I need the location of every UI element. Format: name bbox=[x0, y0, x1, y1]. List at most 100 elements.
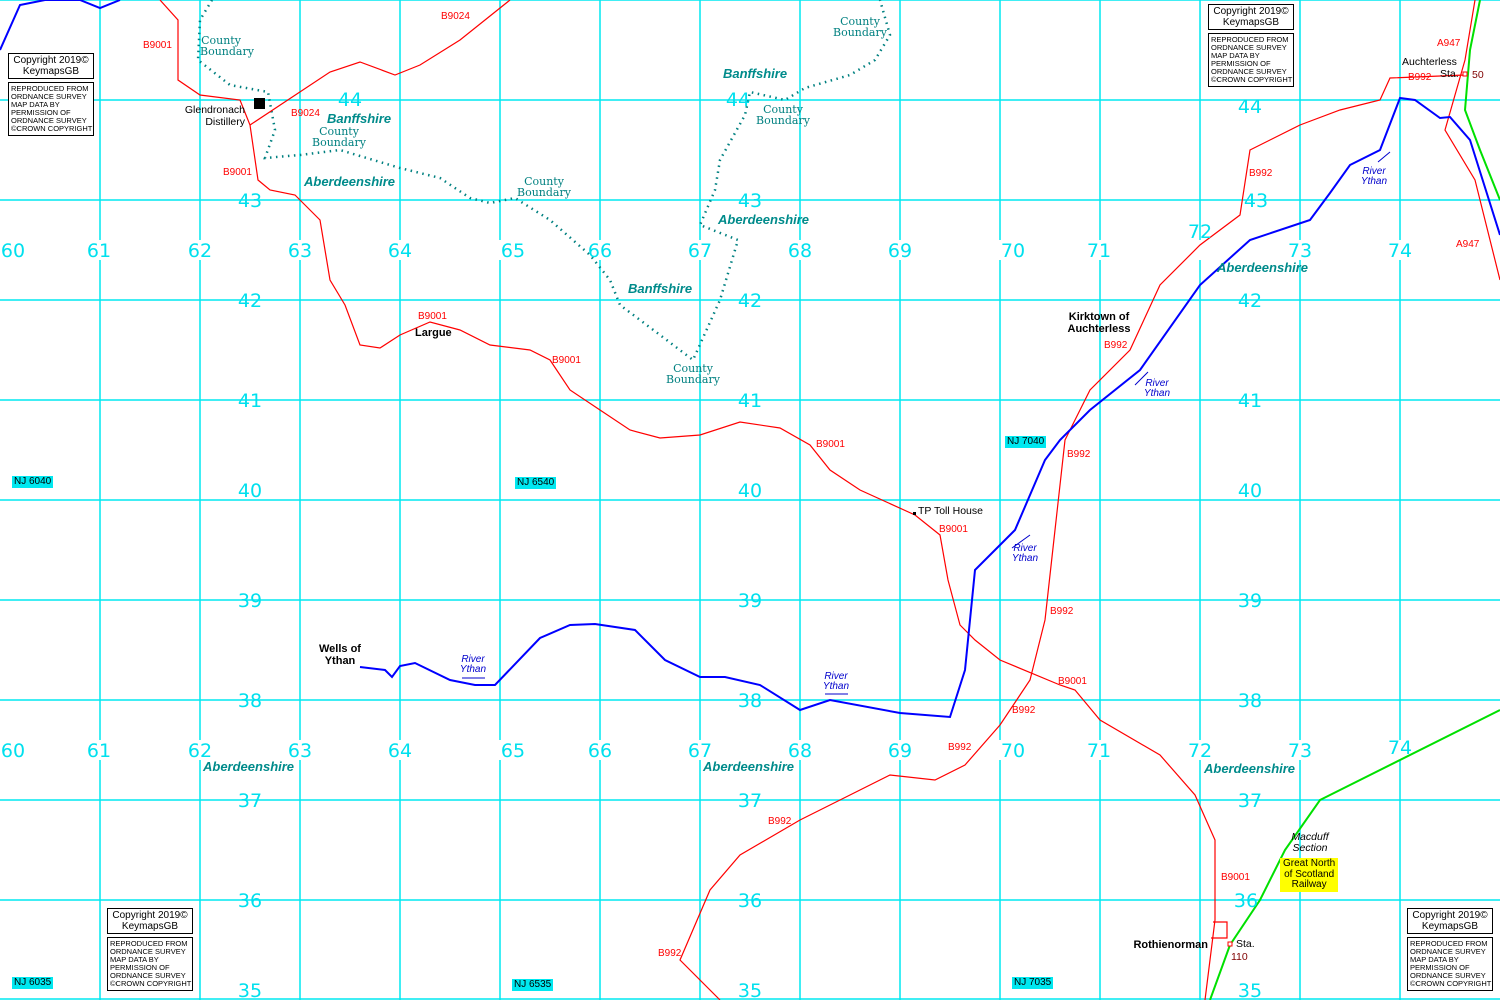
grid-ref-label: NJ 7040 bbox=[1005, 436, 1047, 448]
county-labels: Banffshire Banffshire Banffshire Aberdee… bbox=[202, 66, 1308, 776]
easting-label: 63 bbox=[288, 240, 312, 262]
map-label: Copyright 2019© bbox=[112, 910, 188, 921]
northing-label: 40 bbox=[738, 480, 762, 502]
road-label-b9001: B9001 bbox=[939, 524, 968, 535]
easting-label: 61 bbox=[87, 240, 111, 262]
easting-label: 70 bbox=[1001, 740, 1025, 762]
grid-ref-label: NJ 6540 bbox=[515, 477, 557, 489]
easting-label: 61 bbox=[87, 740, 111, 762]
copyright-box: Copyright 2019©KeymapsGB REPRODUCED FROM… bbox=[1208, 4, 1294, 87]
road-a947 bbox=[1444, 0, 1500, 281]
northing-label: 37 bbox=[1238, 790, 1262, 812]
road-label-b9001: B9001 bbox=[1221, 872, 1250, 883]
map-label: KeymapsGB bbox=[22, 66, 80, 77]
northing-label: 38 bbox=[738, 690, 762, 712]
place-rothienorman-station: Sta. bbox=[1236, 938, 1255, 950]
map-label: KeymapsGB bbox=[1222, 17, 1280, 28]
place-auchterless-station: Sta. bbox=[1440, 68, 1459, 80]
easting-label: 66 bbox=[588, 240, 612, 262]
easting-label: 73 bbox=[1288, 740, 1312, 762]
road-label-b992: B992 bbox=[1104, 340, 1128, 351]
map-label: PERMISSION OF bbox=[1211, 59, 1271, 68]
county-label-aberdeenshire: Aberdeenshire bbox=[1203, 761, 1295, 776]
easting-label: 67 bbox=[688, 740, 712, 762]
place-kirktown: Auchterless bbox=[1068, 323, 1131, 335]
northing-label: 35 bbox=[738, 980, 762, 1000]
northing-label: 40 bbox=[238, 480, 262, 502]
northing-label: 43 bbox=[1244, 190, 1268, 212]
map-label: REPRODUCED FROM bbox=[1410, 939, 1488, 948]
easting-label: 62 bbox=[188, 740, 212, 762]
easting-label: 64 bbox=[388, 240, 412, 262]
road-label-b992: B992 bbox=[658, 948, 682, 959]
map-label: ©CROWN COPYRIGHT bbox=[1410, 979, 1492, 988]
northing-label: 40 bbox=[1238, 480, 1262, 502]
road-label-b9024: B9024 bbox=[291, 108, 320, 119]
place-auchterless-station: Auchterless bbox=[1402, 56, 1457, 68]
county-label-aberdeenshire: Aberdeenshire bbox=[303, 174, 395, 189]
map-label: PERMISSION OF bbox=[11, 108, 71, 117]
easting-label: 67 bbox=[688, 240, 712, 262]
county-label-aberdeenshire: Aberdeenshire bbox=[1216, 260, 1308, 275]
map-label: ORDNANCE SURVEY bbox=[11, 116, 87, 125]
grid-ref-label: NJ 6040 bbox=[12, 476, 54, 488]
map-label: MAP DATA BY bbox=[110, 955, 159, 964]
rothienorman-station-marker[interactable] bbox=[1227, 941, 1233, 947]
copyright-box: Copyright 2019©KeymapsGB REPRODUCED FROM… bbox=[107, 908, 193, 991]
map-label: PERMISSION OF bbox=[110, 963, 170, 972]
easting-label: 72 bbox=[1188, 221, 1212, 243]
road-label-b992: B992 bbox=[1067, 449, 1091, 460]
map-label: MAP DATA BY bbox=[11, 100, 60, 109]
road-label-a947: A947 bbox=[1437, 38, 1461, 49]
place-largue: Largue bbox=[415, 327, 452, 339]
map-label: Boundary bbox=[517, 186, 572, 199]
map-label: ORDNANCE SURVEY bbox=[1410, 971, 1486, 980]
map-label: PERMISSION OF bbox=[1410, 963, 1470, 972]
map-label: Ythan bbox=[1361, 176, 1388, 187]
map-label: Boundary bbox=[312, 136, 367, 149]
map-label: ORDNANCE SURVEY bbox=[1211, 67, 1287, 76]
station-number: 110 bbox=[1231, 951, 1248, 963]
road-b9001 bbox=[159, 0, 1216, 1000]
river-arrows bbox=[462, 151, 1391, 695]
place-toll-house: TP Toll House bbox=[918, 505, 983, 517]
northing-label: 42 bbox=[1238, 290, 1262, 312]
distillery-marker[interactable] bbox=[254, 98, 265, 109]
road-label-b992: B992 bbox=[1012, 705, 1036, 716]
map-label: Boundary bbox=[200, 45, 255, 58]
railway-line-south bbox=[1209, 709, 1500, 1000]
auchterless-station-marker[interactable] bbox=[1462, 71, 1468, 77]
map-label: Ythan bbox=[460, 664, 487, 675]
easting-label: 65 bbox=[501, 740, 525, 762]
map-label: River bbox=[1362, 166, 1386, 177]
road-label-a947: A947 bbox=[1456, 239, 1480, 250]
road-label-b992: B992 bbox=[948, 742, 972, 753]
easting-label: 71 bbox=[1087, 240, 1111, 262]
grid-ref-label: NJ 6035 bbox=[12, 977, 54, 989]
map-label: Ythan bbox=[823, 681, 850, 692]
northing-label: 39 bbox=[238, 590, 262, 612]
map-label: County bbox=[319, 125, 360, 138]
northing-label: 41 bbox=[238, 390, 262, 412]
easting-label: 64 bbox=[388, 740, 412, 762]
map-label: Railway bbox=[1291, 879, 1327, 890]
easting-label: 62 bbox=[188, 240, 212, 262]
northing-label: 35 bbox=[1238, 980, 1262, 1000]
county-label-banffshire: Banffshire bbox=[327, 111, 391, 126]
railway-section-label: Macduff bbox=[1291, 831, 1329, 843]
map-label: Boundary bbox=[666, 373, 721, 386]
map-label: ©CROWN COPYRIGHT bbox=[1211, 75, 1293, 84]
easting-label: 70 bbox=[1001, 240, 1025, 262]
map-label: Great North bbox=[1283, 858, 1336, 869]
northing-label: 39 bbox=[738, 590, 762, 612]
place-wells-of-ythan: Ythan bbox=[325, 655, 356, 667]
place-labels: Glendronach Distillery Largue TP Toll Ho… bbox=[185, 56, 1484, 963]
easting-label: 69 bbox=[888, 740, 912, 762]
